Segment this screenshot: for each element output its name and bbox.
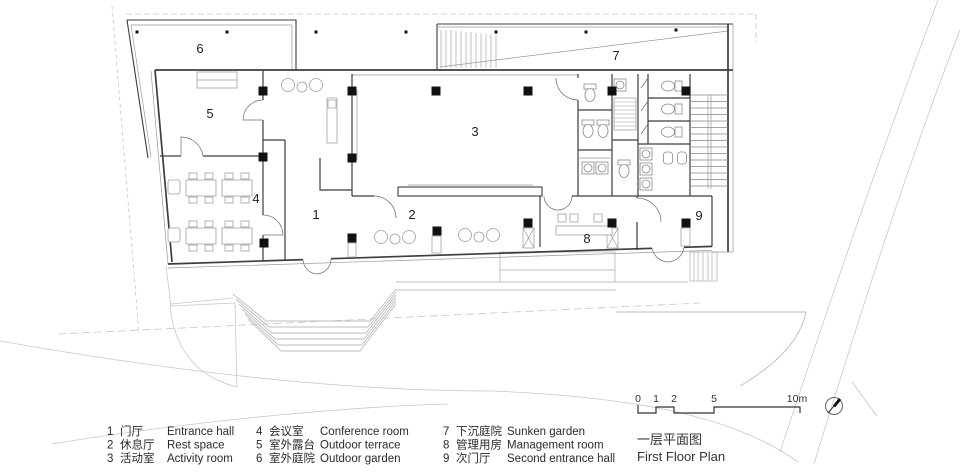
scale-bar: 0 1 2 5 10m [635,393,808,414]
room-label-6: 6 [196,41,203,56]
sunken-garden-7 [436,23,733,70]
road-curve-1 [779,0,939,453]
legend-3-en: Activity room [167,453,233,465]
legend-4-zh: 会议室 [269,424,304,438]
room-label-1: 1 [312,207,319,222]
legend-4-num: 4 [256,426,263,438]
site-line-near-arrow [851,381,878,417]
room-label-8: 8 [583,231,590,246]
legend-8-num: 8 [443,440,449,452]
legend-2-num: 2 [107,440,113,452]
scale-tick-2: 2 [671,393,677,405]
legend-2-en: Rest space [167,440,225,452]
hall-3-walls [351,74,579,219]
scale-tick-10m: 10m [787,393,808,405]
furniture-layer [167,71,687,252]
scale-bar-line [637,405,801,414]
room-label-4: 4 [252,191,259,206]
plan-title-en: First Floor Plan [637,449,725,464]
scale-tick-1: 1 [653,393,659,405]
room-label-3: 3 [471,124,478,139]
scale-tick-5: 5 [711,393,717,405]
steps-below-entrance [689,251,718,282]
legend-5-zh: 室外露台 [269,438,315,452]
legend-1-en: Entrance hall [167,426,234,438]
legend-6-num: 6 [256,453,262,465]
legend-1-zh: 门厅 [120,424,143,438]
legend-5-en: Outdoor terrace [320,440,401,452]
legend-3-num: 3 [107,453,113,465]
legend-6-zh: 室外庭院 [269,451,315,465]
legend-2-zh: 休息厅 [120,438,155,452]
legend-8-en: Management room [507,440,604,452]
legend-9-en: Second entrance hall [507,453,615,465]
north-arrow-icon [825,397,843,415]
room-label-5: 5 [206,106,213,121]
site-contour-bottom [0,340,799,463]
site-boundary-dashed-top [126,13,757,42]
plan-title: 一层平面图 First Floor Plan [637,432,725,464]
legend-5-num: 5 [256,440,262,452]
plan-title-zh: 一层平面图 [637,432,702,447]
legend-4-en: Conference room [320,426,409,438]
legend-7-en: Sunken garden [507,426,585,438]
right-staircase [690,94,728,189]
reception-desk [555,213,613,236]
legend-9-num: 9 [443,453,449,465]
room-label-2: 2 [408,207,415,222]
site-contour-legend [51,403,449,445]
site-layer [0,0,960,465]
legend-3-zh: 活动室 [120,451,155,465]
scale-tick-0: 0 [635,393,641,405]
legend-9-zh: 次门厅 [456,451,491,465]
road-centerline-dashed [57,302,701,335]
rooms-8-9-walls [302,195,713,275]
curved-planter-left [165,265,238,388]
terrace-table [196,71,238,89]
legend-6-en: Outdoor garden [320,453,401,465]
conference-tables [167,172,253,252]
legend: 1 门厅 Entrance hall 2 休息厅 Rest space 3 活动… [107,424,615,465]
courtyard-6-walls [126,19,297,159]
legend-1-num: 1 [107,426,113,438]
room-number-labels: 1 2 3 4 5 6 7 8 9 [196,41,702,246]
legend-7-num: 7 [443,426,449,438]
site-boundary-dashed-left [111,5,140,335]
legend-7-zh: 下沉庭院 [456,424,502,438]
legend-8-zh: 管理用房 [456,438,502,452]
room-label-9: 9 [695,208,702,223]
room-label-7: 7 [612,48,619,63]
